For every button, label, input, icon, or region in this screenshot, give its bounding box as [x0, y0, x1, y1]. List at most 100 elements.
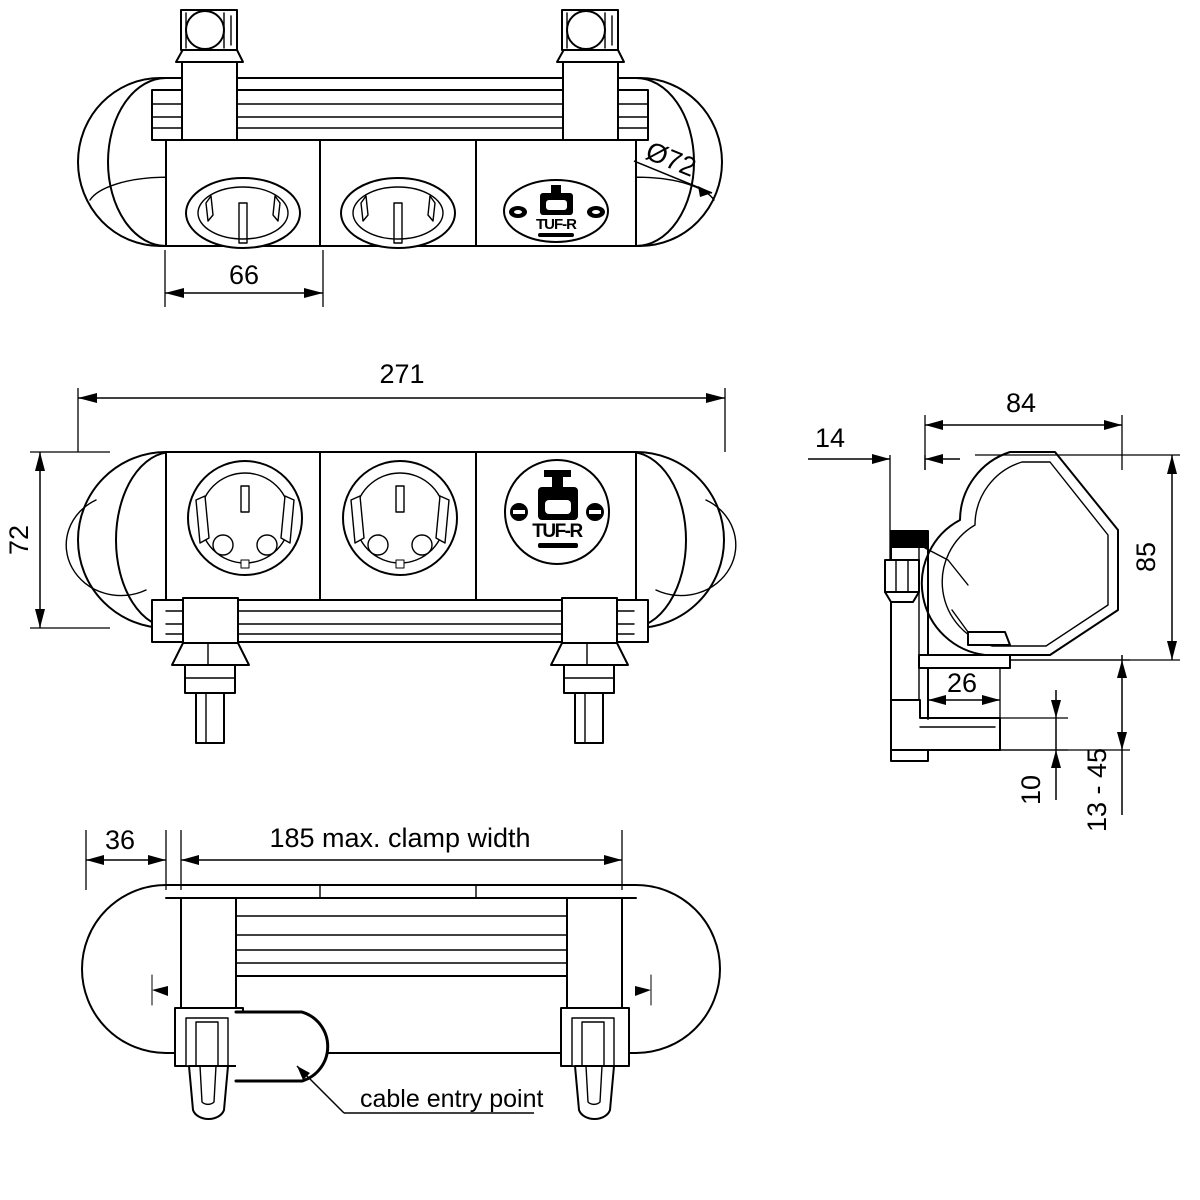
socket-right-earth-clip-left-front	[350, 495, 365, 544]
front-view: 271 72	[4, 359, 737, 744]
socket-right-pin-hole-1	[367, 534, 389, 556]
data-port-jack-tab-front	[552, 473, 563, 489]
dim-14-label: 14	[815, 423, 845, 453]
bottom-view-marker-left	[152, 986, 168, 996]
data-port-top-view: TUF-R	[503, 179, 609, 243]
clamp-right-front-view	[550, 597, 629, 744]
dim-72: 72	[4, 451, 110, 629]
socket-left-rim-outer	[185, 177, 301, 249]
dim-85-label: 85	[1131, 542, 1161, 572]
dim-26-arrow-right	[982, 695, 1000, 705]
data-port-jack-window-front	[545, 500, 571, 514]
dim-66-label: 66	[229, 260, 259, 290]
socket-left-earth-clip-right	[272, 195, 281, 222]
clamp-right-flange	[550, 642, 629, 666]
dim-72-arrow-bottom	[35, 609, 45, 628]
socket-left-slot	[238, 202, 248, 244]
clamp-right-bv-slot-inner	[581, 1021, 605, 1067]
socket-right-center-notch	[395, 559, 405, 569]
dim-271-label: 271	[379, 359, 424, 389]
front-view-right-cap	[629, 451, 687, 629]
bottom-view-marker-right	[635, 986, 651, 996]
side-view-bracket-lip	[967, 631, 1011, 646]
dim-84-label: 84	[1006, 388, 1036, 418]
data-port-jack-window-top	[546, 200, 567, 210]
dim-84: 84	[924, 388, 1123, 470]
socket-left-earth-clip-left	[205, 195, 214, 222]
front-view-right-cap-inner	[655, 499, 737, 597]
schuko-socket-left-top-view	[185, 177, 301, 249]
clamp-left-body	[181, 61, 238, 141]
side-view-post-knob-bottom	[884, 591, 920, 603]
data-port-front-view: TUF-R	[504, 459, 610, 565]
cable-entry-shape	[234, 1010, 330, 1083]
dim-185-arrow-left	[181, 855, 199, 865]
side-view: 84 14 85	[808, 388, 1180, 832]
side-view-post-cap	[891, 531, 928, 548]
schuko-socket-left-front-view	[187, 460, 303, 576]
clamp-right-leg-top	[561, 597, 618, 644]
socket-right-slot	[393, 202, 403, 244]
dim-85-arrow-top	[1167, 455, 1177, 474]
socket-right-rim-inner	[352, 186, 444, 240]
data-port-underline-top	[538, 233, 574, 237]
clamp-right-top-view	[556, 9, 625, 141]
data-port-marking-front: TUF-R	[532, 521, 583, 542]
socket-right-pin-hole-2	[411, 534, 433, 556]
dim-36-arrow-right	[148, 855, 166, 865]
top-view-right-cap	[635, 77, 695, 247]
side-view-foot	[890, 699, 1001, 751]
data-port-screw-left-slot-top	[514, 210, 522, 214]
dim-14-arrow-left	[872, 454, 890, 464]
dim-84-arrow-left	[925, 420, 943, 430]
socket-right-earth-clip-right	[427, 195, 436, 222]
socket-right-earth-clip-left	[360, 195, 369, 222]
bottom-view-body-outline	[81, 884, 721, 1054]
dim-84-arrow-right	[1104, 420, 1122, 430]
dim-26-arrow-left	[928, 695, 946, 705]
front-view-left-cap-inner	[65, 499, 147, 597]
dim-dia72: Ø72	[633, 136, 713, 197]
clamp-left-bottom-view	[174, 897, 244, 1120]
schuko-socket-right-top-view	[340, 177, 456, 249]
dim-1345-label: 13 - 45	[1082, 748, 1112, 832]
top-view: TUF-R Ø72 66	[77, 9, 723, 307]
data-port-marking-top: TUF-R	[536, 216, 577, 233]
dim-271-arrow-left	[78, 393, 97, 403]
dim-185: 185 max. clamp width	[180, 823, 623, 890]
dim-14-arrow-right	[925, 454, 943, 464]
clamp-right-collar	[563, 664, 615, 694]
dim-36-arrow-left	[86, 855, 104, 865]
dim-185-arrow-right	[604, 855, 622, 865]
socket-left-rim-inner	[197, 186, 289, 240]
top-view-left-cap	[107, 77, 167, 247]
dim-10-arrow-bottom	[1051, 750, 1061, 768]
socket-left-earth-clip-right-front	[280, 495, 295, 544]
clamp-left-leg-top	[182, 597, 239, 644]
clamp-right-bv-body	[566, 897, 623, 1016]
clamp-left-front-view	[171, 597, 250, 744]
clamp-left-bv-tip-inner	[199, 1065, 217, 1106]
data-port-screw-right-slot-top	[592, 210, 600, 214]
clamp-right-stem	[574, 692, 604, 744]
schuko-socket-right-front-view	[342, 460, 458, 576]
dim-72-label: 72	[4, 525, 34, 555]
dim-10: 10	[1000, 690, 1068, 805]
dim-85: 85	[975, 454, 1180, 661]
dim-185-label: 185 max. clamp width	[269, 823, 530, 853]
socket-left-earth-clip-left-front	[195, 495, 210, 544]
data-port-underline-front	[538, 543, 578, 548]
clamp-left-flange	[171, 642, 250, 666]
clamp-left-bv-tip	[188, 1065, 229, 1120]
dim-10-arrow-top	[1051, 700, 1061, 718]
data-port-jack-tab-top	[551, 185, 561, 194]
dim-dia72-arrow	[698, 186, 712, 197]
socket-right-earth-clip-right-front	[435, 495, 450, 544]
clamp-right-bottom-view	[560, 897, 630, 1120]
dim-10-label: 10	[1016, 775, 1046, 805]
dim-1345-arrow-top	[1117, 660, 1127, 678]
clamp-left-top-view	[175, 9, 244, 141]
dim-1345-arrow-bottom	[1117, 732, 1127, 750]
